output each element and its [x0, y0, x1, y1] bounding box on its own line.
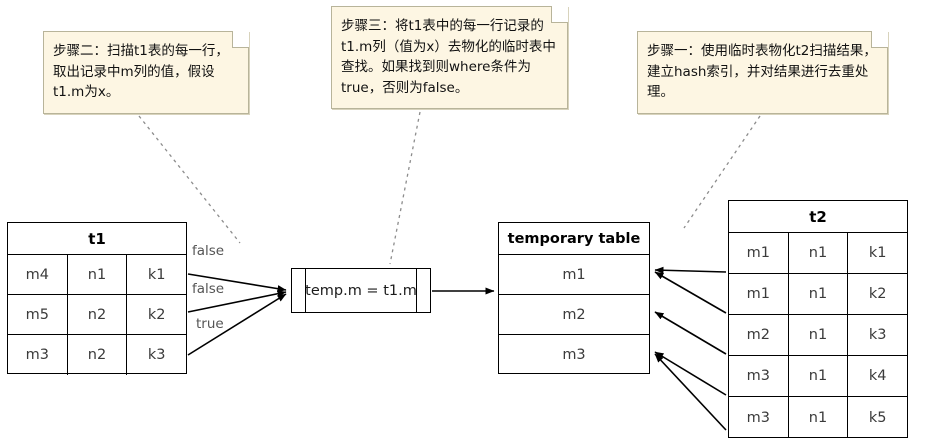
table-cell: m1 [729, 274, 789, 314]
table-cell: m4 [8, 255, 68, 294]
table-cell: m5 [8, 295, 68, 334]
note-step-two-text: 步骤二：扫描t1表的每一行，取出记录中m列的值，假设t1.m为x。 [53, 43, 229, 100]
table-t2: t2 m1 n1 k1 m1 n1 k2 m2 n1 k3 m3 n1 k4 m… [728, 200, 908, 438]
table-cell: m3 [562, 347, 586, 363]
table-cell: n1 [789, 315, 849, 355]
process-box-temp-m-equals-t1-m: temp.m = t1.m [291, 268, 431, 313]
table-cell: m3 [729, 397, 789, 438]
table-cell: m1 [562, 266, 586, 283]
process-box-label: temp.m = t1.m [305, 282, 417, 299]
process-box-right-bar [416, 269, 417, 312]
note-step-three-text: 步骤三：将t1表中的每一行记录的t1.m列（值为x）去物化的临时表中查找。如果找… [341, 18, 556, 96]
table-row: m3 n2 k3 [8, 335, 186, 375]
edge-label-row3: true [196, 316, 224, 332]
note-fold-corner-icon [871, 31, 888, 48]
table-row: m1 n1 k2 [729, 274, 907, 315]
table-row: m2 [499, 295, 649, 335]
note-step-one-text: 步骤一：使用临时表物化t2扫描结果，建立hash索引，并对结果进行去重处理。 [647, 43, 877, 100]
arrow-t2-row2-to-temp-m1 [654, 271, 727, 314]
table-cell: n1 [789, 356, 849, 396]
connector-note-step3 [389, 111, 421, 265]
table-row: m5 n2 k2 [8, 295, 186, 335]
table-cell: m2 [562, 306, 586, 323]
table-cell: n1 [789, 397, 849, 438]
table-cell: n1 [68, 255, 128, 294]
table-row: m3 n1 k5 [729, 397, 907, 438]
table-cell: n1 [789, 274, 849, 314]
arrow-t2-row1-to-temp-m1 [654, 266, 727, 274]
edge-label-row2: false [192, 281, 225, 297]
table-t2-title: t2 [729, 201, 907, 233]
table-cell: k2 [868, 286, 887, 302]
arrow-t2-row4-to-temp-m3 [654, 351, 727, 396]
table-cell: n2 [68, 295, 128, 334]
edge-label-row1: false [192, 243, 225, 259]
table-cell: k1 [147, 266, 166, 283]
table-t1-title: t1 [8, 223, 186, 255]
table-cell: n1 [789, 233, 849, 273]
table-row: m3 [499, 335, 649, 375]
table-cell: k3 [868, 327, 887, 343]
table-cell: m2 [729, 315, 789, 355]
table-row: m2 n1 k3 [729, 315, 907, 356]
arrow-t2-row5-to-temp-m3 [654, 353, 727, 431]
note-step-one: 步骤一：使用临时表物化t2扫描结果，建立hash索引，并对结果进行去重处理。 [637, 31, 888, 114]
table-t1: t1 m4 n1 k1 m5 n2 k2 m3 n2 k3 [7, 222, 187, 375]
table-row: m4 n1 k1 [8, 255, 186, 295]
note-fold-corner-icon [551, 6, 568, 23]
table-cell: m3 [8, 335, 68, 375]
note-fold-corner-icon [232, 31, 249, 48]
table-cell: k1 [868, 245, 887, 261]
process-box-left-bar [305, 269, 306, 312]
table-cell: m3 [729, 356, 789, 396]
table-cell: k4 [868, 368, 887, 384]
table-cell: k5 [868, 409, 887, 426]
table-cell: m1 [729, 233, 789, 273]
table-row: m1 n1 k1 [729, 233, 907, 274]
table-temporary-table: temporary table m1 m2 m3 [498, 222, 650, 374]
arrow-t2-row3-to-temp-m2 [654, 311, 727, 355]
table-cell: k2 [147, 306, 166, 323]
note-step-two: 步骤二：扫描t1表的每一行，取出记录中m列的值，假设t1.m为x。 [43, 31, 249, 114]
table-cell: n2 [68, 335, 128, 375]
table-temporary-table-title: temporary table [499, 223, 649, 255]
table-row: m1 [499, 255, 649, 295]
note-step-three: 步骤三：将t1表中的每一行记录的t1.m列（值为x）去物化的临时表中查找。如果找… [331, 6, 568, 109]
table-cell: k3 [147, 347, 166, 363]
table-row: m3 n1 k4 [729, 356, 907, 397]
